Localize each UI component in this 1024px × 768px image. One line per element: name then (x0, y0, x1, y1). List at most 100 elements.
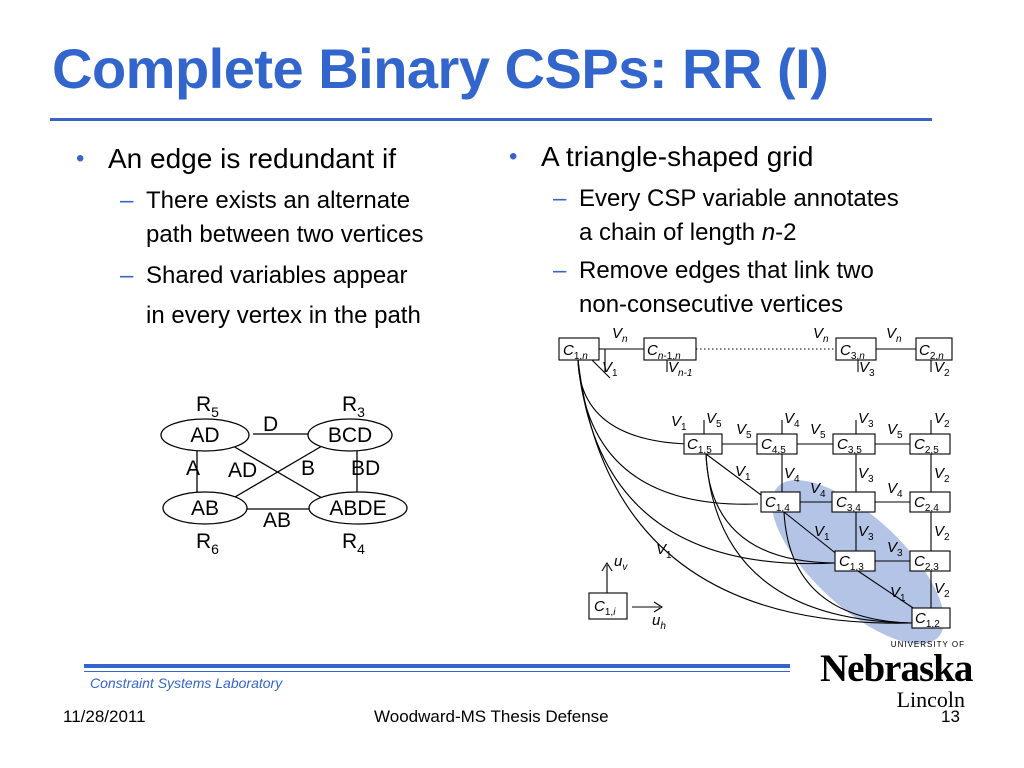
footer-center: Woodward-MS Thesis Defense (374, 707, 609, 726)
page-number: 13 (941, 707, 960, 726)
right-bullet-text: A triangle-shaped grid (541, 141, 814, 172)
variable-labels: Vn Vn Vn V1 Vn-1 V3 V2 V1 V5 V5 V4 V5 V3… (602, 325, 950, 632)
cell-c14 (760, 491, 801, 513)
svg-text:V2: V2 (934, 465, 950, 485)
svg-text:V5: V5 (810, 421, 826, 441)
svg-text:V2: V2 (934, 523, 950, 543)
left-bullet: An edge is redundant if (72, 142, 424, 176)
cell-c2n-label: C2,n (919, 342, 944, 362)
constraint-graph: AD BCD AB ABDE R5 R3 R6 R4 D A AD B BD A… (160, 393, 408, 557)
svg-text:V1: V1 (814, 523, 830, 543)
left-sub-bullet-2: – Shared variables appear in every verte… (114, 256, 424, 336)
node-ad (160, 418, 250, 452)
cell-c24-label: C2,4 (914, 494, 939, 514)
node-ab (162, 491, 248, 525)
svg-text:Vn-1: Vn-1 (668, 359, 692, 379)
cell-c1i-label: C1,i (594, 598, 616, 618)
cell-c14-label: C1,4 (765, 494, 790, 514)
logo-university-of: UNIVERSITY OF (890, 640, 965, 649)
svg-text:V4: V4 (887, 480, 903, 500)
cell-c25-label: C2,5 (914, 436, 939, 456)
node-bcd (307, 418, 393, 452)
svg-text:V1: V1 (602, 359, 618, 379)
university-logo: UNIVERSITY OF Nebraska Lincoln (820, 640, 973, 712)
node-ab-label: AB (191, 497, 219, 520)
left-sub2-line2: in every vertex in the path (146, 302, 421, 329)
right-sub1-line2-post: -2 (775, 219, 797, 246)
svg-text:Vn: Vn (612, 325, 628, 345)
cell-cn1n (643, 337, 697, 361)
cell-c12 (911, 607, 951, 629)
triangle-grid-figure: C1,n Cn-1,n C3,n C2,n C1,5 C4,5 C3,5 C2,… (558, 325, 953, 644)
right-sub2-line1: Remove edges that link two (579, 257, 874, 284)
cell-c34 (831, 491, 876, 513)
svg-text:V1: V1 (890, 584, 906, 604)
right-sub1-line1: Every CSP variable annotates (579, 185, 899, 212)
svg-text:Vn: Vn (813, 325, 829, 345)
right-bullet: A triangle-shaped grid (505, 140, 899, 174)
cell-c1n (558, 337, 600, 361)
footer-date: 11/28/2011 (63, 707, 146, 726)
right-sub1-line2-var: n (761, 219, 776, 246)
edge-label-d: D (263, 413, 278, 436)
svg-text:V2: V2 (934, 410, 950, 430)
right-sub-bullet-1: – Every CSP variable annotates a chain o… (547, 182, 899, 250)
svg-text:V1: V1 (671, 413, 687, 433)
r5-label: R5 (196, 393, 219, 420)
svg-text:V2: V2 (934, 359, 950, 379)
cell-c13-label: C1,3 (839, 553, 864, 573)
logo-nebraska: Nebraska (820, 647, 973, 690)
r3-label: R3 (342, 393, 365, 420)
footer-rule (84, 664, 790, 668)
cell-c13 (834, 550, 876, 572)
uh-label: uh (652, 612, 666, 632)
logo-lincoln: Lincoln (896, 687, 965, 712)
right-sub1-line2-pre: a chain of length (579, 219, 762, 246)
cell-c3n (835, 337, 877, 361)
svg-text:V5: V5 (736, 421, 752, 441)
svg-text:V3: V3 (858, 410, 874, 430)
cell-c35 (832, 433, 876, 455)
node-abde-label: ABDE (329, 497, 386, 520)
edge-label-ab: AB (263, 509, 291, 532)
cell-c23 (909, 550, 951, 572)
cell-c15-label: C1,5 (687, 436, 712, 456)
svg-text:V3: V3 (887, 539, 903, 559)
r6-label: R6 (196, 530, 219, 557)
cell-cn1n-label: Cn-1,n (647, 342, 681, 362)
cell-c15 (683, 433, 723, 455)
left-sub1-line2: path between two vertices (146, 221, 424, 248)
title-rule (50, 118, 932, 121)
edge-label-a: A (186, 457, 200, 480)
cell-c45-label: C4,5 (761, 436, 786, 456)
footer-rule-thin (84, 671, 790, 672)
lab-name: Constraint Systems Laboratory (90, 675, 283, 691)
svg-text:V3: V3 (859, 359, 875, 379)
cell-c34-label: C3,4 (836, 494, 861, 514)
edge-label-bd: BD (351, 457, 380, 480)
cell-c2n (915, 337, 953, 361)
cell-c45 (756, 433, 798, 455)
cell-c3n-label: C3,n (840, 342, 865, 362)
cell-c23-label: C2,3 (914, 553, 939, 573)
right-sub2-line2: non-consecutive vertices (579, 291, 844, 318)
edge-label-ad: AD (228, 459, 257, 482)
svg-text:Vn: Vn (886, 325, 902, 345)
cell-c1i (588, 592, 628, 620)
edge-label-b: B (301, 457, 315, 480)
node-ad-label: AD (190, 424, 219, 447)
left-sub2-line1: Shared variables appear (146, 262, 408, 289)
left-bullet-text: An edge is redundant if (108, 143, 396, 174)
cell-c25 (909, 433, 951, 455)
cell-c1n-label: C1,n (563, 342, 588, 362)
cell-c35-label: C3,5 (837, 436, 862, 456)
node-bcd-label: BCD (328, 424, 372, 447)
left-bullet-list: An edge is redundant if – There exists a… (72, 142, 424, 336)
svg-text:V4: V4 (810, 480, 826, 500)
right-sub1-line2: a chain of length n-2 (579, 216, 899, 250)
r4-label: R4 (342, 530, 365, 557)
left-sub1-line1: There exists an alternate (146, 187, 411, 214)
left-sub-bullet-1: – There exists an alternate path between… (114, 184, 424, 252)
svg-text:V5: V5 (887, 421, 903, 441)
svg-text:V5: V5 (706, 410, 722, 430)
